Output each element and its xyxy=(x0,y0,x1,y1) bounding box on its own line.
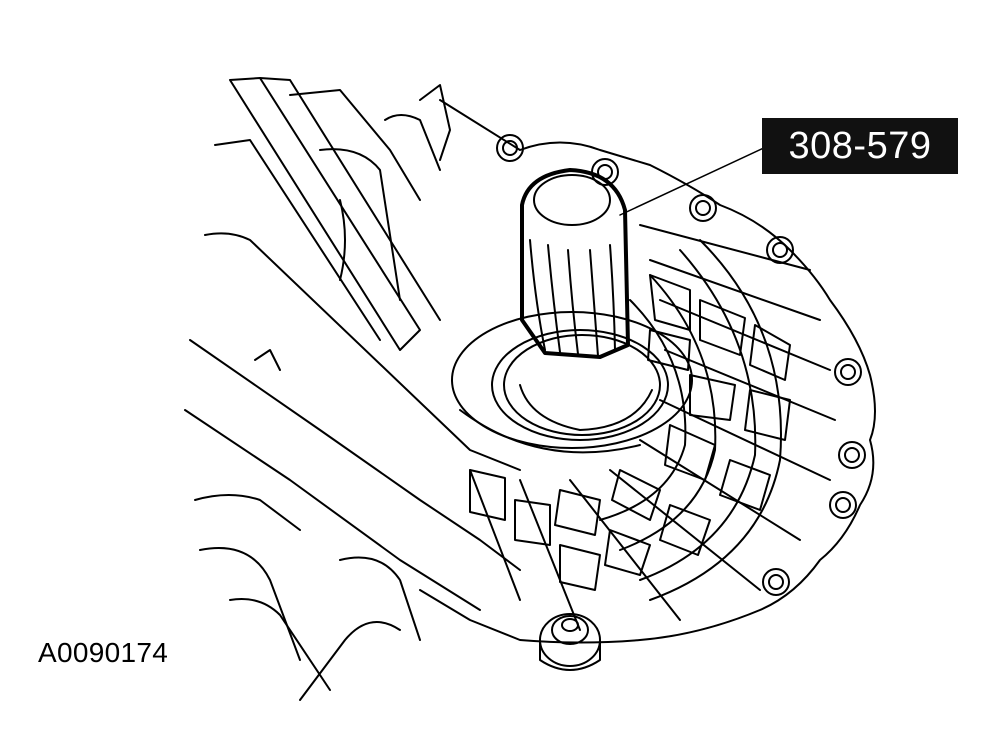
case-ribs xyxy=(459,224,836,631)
tool-callout-label: 308-579 xyxy=(762,118,958,174)
drain-plug xyxy=(539,613,601,671)
callout-leader-line xyxy=(619,144,771,216)
shaft-bore xyxy=(451,311,693,449)
special-tool-308-579 xyxy=(520,168,630,359)
housing-flange-outline xyxy=(419,99,876,644)
figure-id-label: A0090174 xyxy=(38,637,169,668)
left-housing-panels xyxy=(184,77,521,611)
lower-left-contours xyxy=(194,494,421,701)
rib-pockets xyxy=(469,274,791,591)
